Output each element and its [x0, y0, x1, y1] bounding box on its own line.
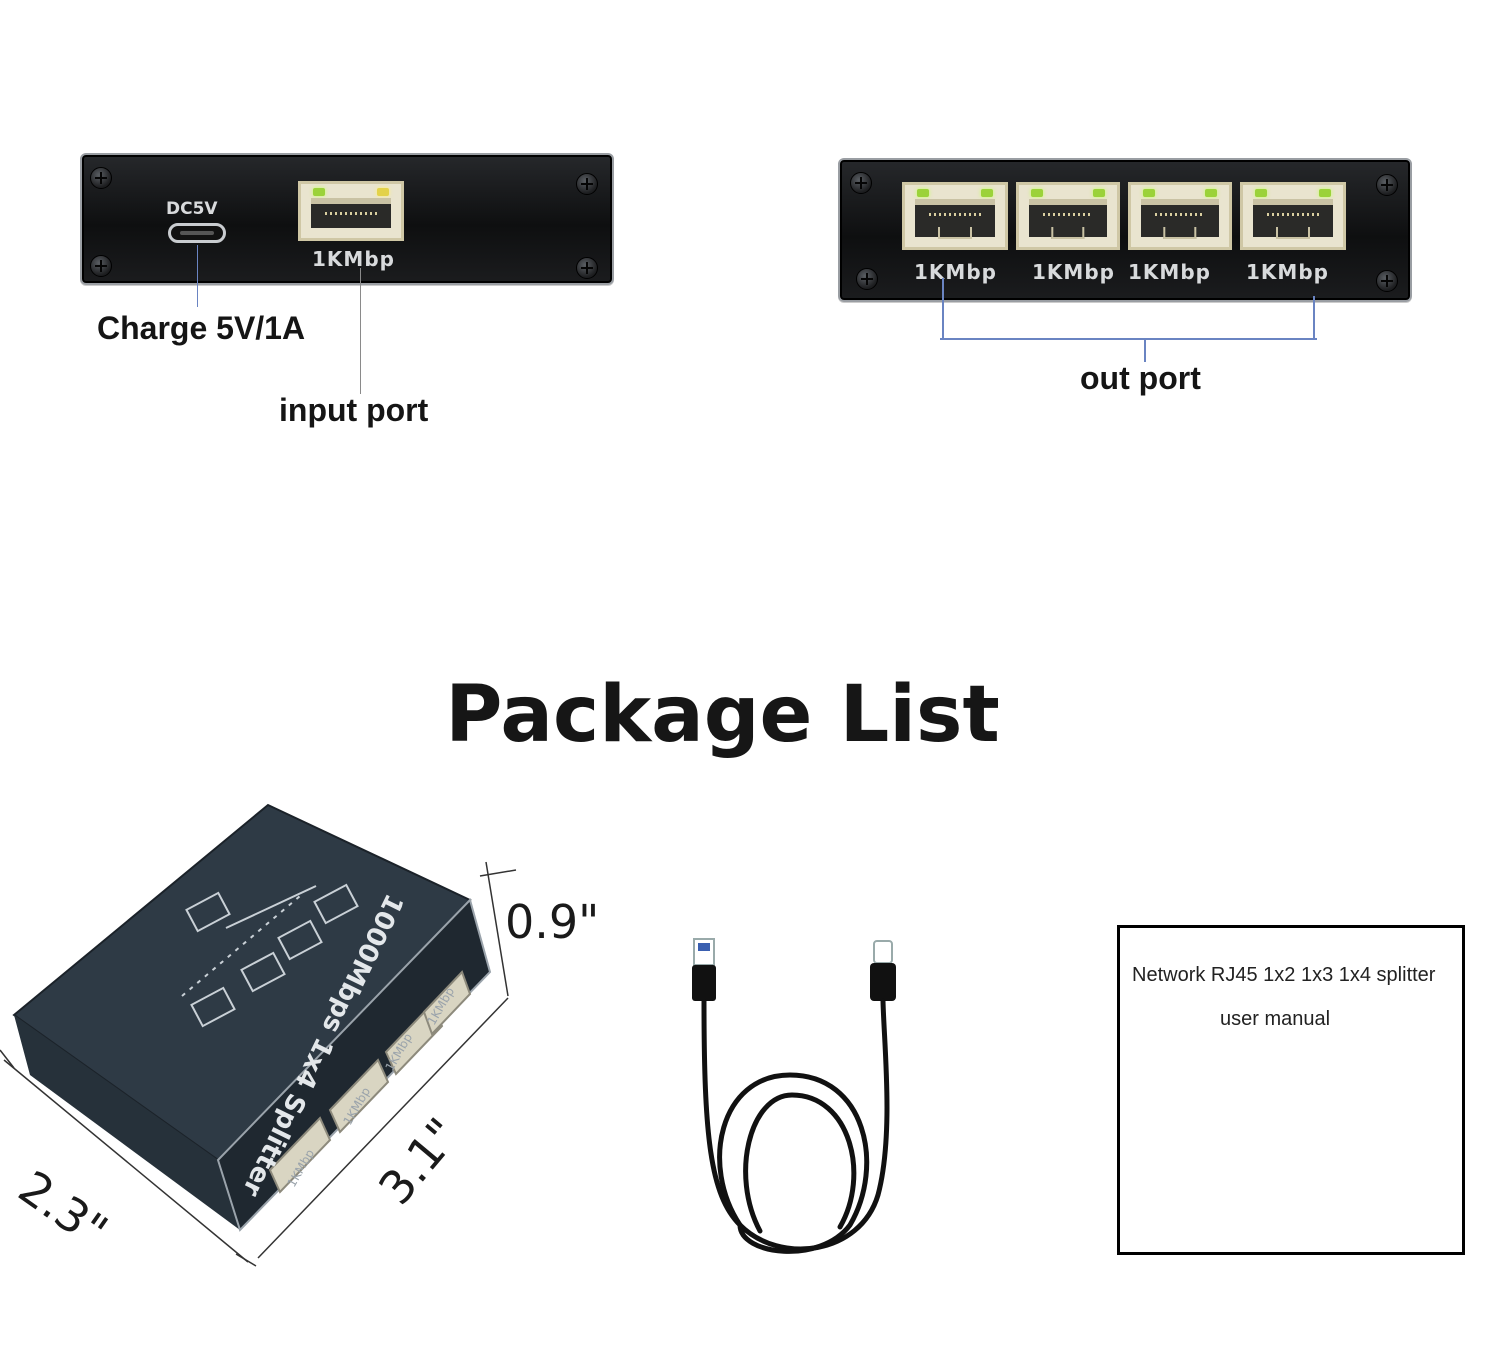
out-port-bracket-right [1313, 296, 1315, 340]
dc-power-label: DC5V [166, 199, 218, 219]
rj45-output-port-icon [1016, 182, 1120, 250]
user-manual-card: Network RJ45 1x2 1x3 1x4 splitter user m… [1117, 925, 1465, 1255]
screw-icon [856, 268, 878, 290]
screw-icon [576, 257, 598, 279]
rj45-output-port-icon [902, 182, 1008, 250]
out-port-callout: out port [1080, 360, 1201, 396]
charge-leader-line [197, 245, 198, 307]
output-side-panel: 1KMbp 1KMbp 1KMbp 1KMbp [838, 158, 1412, 302]
out-port-bracket-left [942, 278, 944, 340]
screw-icon [1376, 270, 1398, 292]
input-port-leader-line [360, 268, 361, 394]
usb-c-cable-illustration [692, 938, 896, 1254]
manual-subtitle-line: user manual [1220, 1008, 1331, 1030]
output-port-speed-label: 1KMbp [914, 260, 997, 284]
input-port-speed-label: 1KMbp [312, 247, 395, 271]
screw-icon [850, 172, 872, 194]
output-port-speed-label: 1KMbp [1128, 260, 1211, 284]
input-port-callout: input port [279, 392, 429, 428]
height-dimension-label: 0.9" [505, 895, 600, 949]
screw-icon [90, 255, 112, 277]
output-port-speed-label: 1KMbp [1032, 260, 1115, 284]
screw-icon [576, 173, 598, 195]
usb-c-port-icon [168, 223, 226, 243]
screw-icon [90, 167, 112, 189]
out-port-bracket-stem [1144, 340, 1146, 362]
input-side-panel: DC5V 1KMbp [80, 153, 614, 285]
charge-callout: Charge 5V/1A [97, 310, 306, 346]
package-list-title: Package List [445, 670, 1000, 760]
rj45-output-port-icon [1128, 182, 1232, 250]
manual-title-line: Network RJ45 1x2 1x3 1x4 splitter [1132, 964, 1436, 986]
rj45-input-port-icon [298, 181, 404, 241]
output-port-speed-label: 1KMbp [1246, 260, 1329, 284]
screw-icon [1376, 174, 1398, 196]
splitter-device-illustration: 1000Mbps 1x4 Splitter 1KMbp 1KMbp 1KMbp … [0, 803, 517, 1267]
rj45-output-port-icon [1240, 182, 1346, 250]
out-port-bracket-bottom [940, 338, 1317, 340]
